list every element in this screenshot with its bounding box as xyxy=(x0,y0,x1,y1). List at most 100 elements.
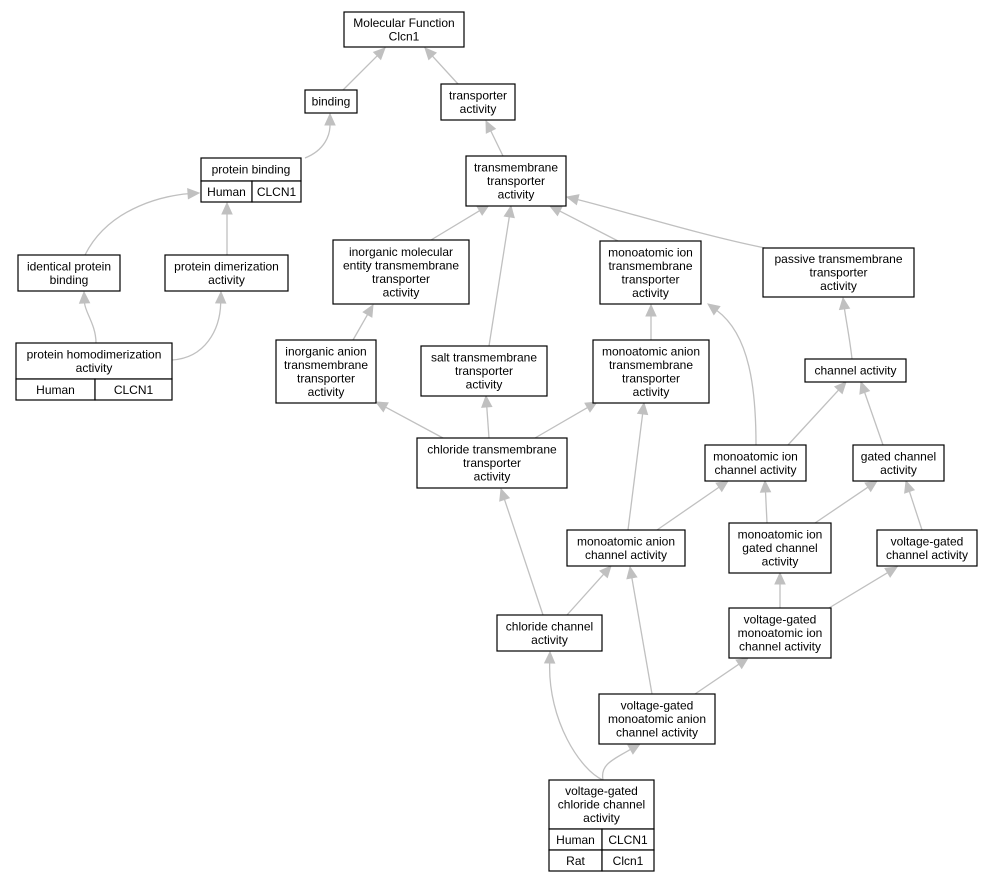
node-channel[interactable]: channel activity xyxy=(804,358,907,383)
node-mf-label-line: Molecular Function xyxy=(353,16,454,30)
node-inorgmol-label-line: entity transmembrane xyxy=(343,258,459,272)
node-dimer-label-line: protein dimerization xyxy=(174,259,279,273)
gene-label: Clcn1 xyxy=(613,854,644,868)
node-identical-label-line: binding xyxy=(50,273,89,287)
edge-dimer-to-protbind xyxy=(221,201,233,255)
node-inorganion-label-line: activity xyxy=(308,385,345,399)
node-monoion_tm-label-line: transporter xyxy=(621,272,679,286)
node-chloride_tm-label-line: chloride transmembrane xyxy=(427,443,557,457)
node-vg_chloride-label-line: activity xyxy=(583,811,620,825)
species-label: Human xyxy=(36,383,75,397)
node-monoanion_tm-label-line: transporter xyxy=(622,371,680,385)
gene-label: CLCN1 xyxy=(257,185,297,199)
node-homodimer-label-line: protein homodimerization xyxy=(27,347,162,361)
edge-binding-to-mf xyxy=(342,47,386,91)
edge-monoanion_tm-to-monoion_tm xyxy=(645,303,657,340)
node-vg_ch-label-line: channel activity xyxy=(886,548,968,562)
node-monoion_gated-label-line: activity xyxy=(762,555,799,569)
node-monoion_gated-label-line: monoatomic ion xyxy=(738,528,823,542)
node-monoanion_tm[interactable]: monoatomic aniontransmembranetransporter… xyxy=(592,339,710,404)
node-gated-label-line: activity xyxy=(880,463,917,477)
node-inorgmol-label-line: transporter xyxy=(372,272,430,286)
node-passive-label-line: transporter xyxy=(809,266,867,280)
annotation-row-rat: Rat Clcn1 xyxy=(548,849,655,872)
node-inorganion-label-line: transporter xyxy=(297,371,355,385)
edge-monoion_gated-to-gated xyxy=(814,480,879,524)
edge-chloride_tm-to-salt xyxy=(481,394,493,439)
edge-tmtrans-to-transporter xyxy=(485,119,504,157)
node-monoion_tm-label-line: activity xyxy=(632,286,669,300)
node-inorgmol-label-line: activity xyxy=(383,285,420,299)
node-inorganion[interactable]: inorganic aniontransmembranetransportera… xyxy=(275,339,377,404)
node-monoanion_tm-label-line: activity xyxy=(633,385,670,399)
edge-vg_chloride-to-chloride_ch xyxy=(543,650,604,781)
node-monoion_tm[interactable]: monoatomic iontransmembranetransporterac… xyxy=(599,240,702,305)
annotation-row-human: Human CLCN1 xyxy=(15,378,173,401)
node-chloride_tm-label-line: activity xyxy=(474,470,511,484)
edge-homodimer-to-dimer xyxy=(171,290,227,361)
node-tmtrans-label-line: transporter xyxy=(487,174,545,188)
node-gated-label-line: gated channel xyxy=(861,449,936,463)
node-binding[interactable]: binding xyxy=(304,89,358,114)
node-vg_monoion-label-line: monoatomic ion xyxy=(738,626,823,640)
node-protbind-label-line: protein binding xyxy=(212,163,291,177)
edge-channel-to-passive xyxy=(838,296,853,360)
edge-protbind-to-binding xyxy=(304,112,336,159)
node-vg_chloride-label-line: voltage-gated xyxy=(565,784,638,798)
edge-monoion_ch-to-monoion_tm xyxy=(707,303,757,446)
node-chloride_tm[interactable]: chloride transmembranetransporteractivit… xyxy=(416,437,568,489)
node-monoion_tm-label-line: monoatomic ion xyxy=(608,245,693,259)
node-monoion_ch-label-line: monoatomic ion xyxy=(713,449,798,463)
edge-vg_monoion-to-monoion_gated xyxy=(774,571,786,608)
edge-identical-to-protbind xyxy=(84,188,201,256)
node-chloride_tm-label-line: transporter xyxy=(463,456,521,470)
node-salt-label-line: transporter xyxy=(455,364,513,378)
edge-monoion_tm-to-tmtrans xyxy=(548,205,619,242)
node-monoanion_tm-label-line: transmembrane xyxy=(609,358,693,372)
node-vg_monoion-label-line: channel activity xyxy=(739,640,821,654)
node-monoion_gated-label-line: gated channel xyxy=(742,541,817,555)
edge-chloride_ch-to-chloride_tm xyxy=(499,487,544,616)
edge-inorgmol-to-tmtrans xyxy=(430,204,491,241)
node-monoanion_ch-label-line: monoatomic anion xyxy=(577,534,675,548)
node-salt-label-line: salt transmembrane xyxy=(431,351,537,365)
node-dimer-label-line: activity xyxy=(208,273,245,287)
gene-label: CLCN1 xyxy=(114,383,154,397)
edge-vg_chloride-to-vg_monoanion xyxy=(601,743,642,781)
edge-vg_monoanion-to-monoanion_ch xyxy=(626,565,653,695)
edge-chloride_ch-to-monoanion_ch xyxy=(566,565,612,616)
node-vg_ch-label-line: voltage-gated xyxy=(891,534,964,548)
species-label: Rat xyxy=(566,854,585,868)
node-tmtrans-label-line: activity xyxy=(498,188,535,202)
node-tmtrans-label-line: transmembrane xyxy=(474,161,558,175)
edge-salt-to-tmtrans xyxy=(488,204,515,347)
edge-vg_ch-to-gated xyxy=(904,479,923,531)
node-chloride_ch-label-line: activity xyxy=(531,633,568,647)
edge-monoion_gated-to-monoion_ch xyxy=(759,479,772,524)
node-vg_monoanion-label-line: voltage-gated xyxy=(621,699,694,713)
node-passive-label-line: activity xyxy=(820,279,857,293)
node-identical-label-line: identical protein xyxy=(27,259,111,273)
node-binding-label-line: binding xyxy=(312,95,351,109)
